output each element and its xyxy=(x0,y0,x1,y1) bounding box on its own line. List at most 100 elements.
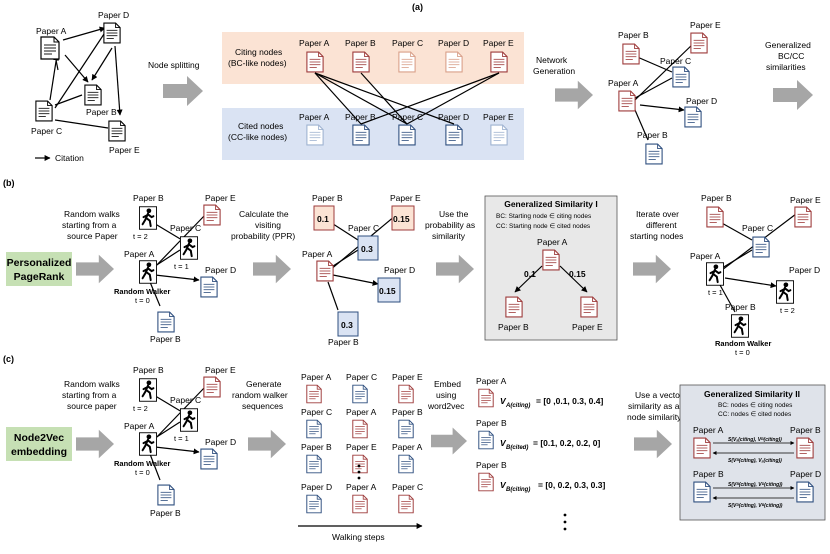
graph-node-label: Paper C xyxy=(170,223,201,233)
seq-label: Paper B xyxy=(392,407,423,417)
ppr-walk-graph: Paper B t = 2 Paper E Paper C t = 1 Pape… xyxy=(114,193,236,344)
vector-subscript: A(citing) xyxy=(505,403,530,409)
walker-icon xyxy=(706,262,724,286)
graph-node-label: Paper D xyxy=(789,265,820,275)
citing-node-label: Paper D xyxy=(438,38,469,48)
gs2-node: Paper B xyxy=(693,469,724,479)
graph-node-label: Paper C xyxy=(31,126,62,136)
citing-doc-icon xyxy=(306,51,324,73)
cited-node-row: Paper A Paper B Paper C Paper D Paper E xyxy=(299,112,514,146)
graph-node-label: Paper D xyxy=(205,265,236,275)
cited-node-label: Paper A xyxy=(299,112,330,122)
doc-icon xyxy=(203,204,221,226)
doc-icon xyxy=(40,36,60,60)
graph-node-label: Paper E xyxy=(205,365,236,375)
panel-label-a: (a) xyxy=(412,2,423,12)
gs1-root: Paper A xyxy=(537,237,568,247)
walker-label: Random Walker xyxy=(114,287,170,296)
walker-icon xyxy=(776,280,794,304)
walker-label: Random Walker xyxy=(114,459,170,468)
doc-icon xyxy=(622,43,640,65)
step-general-line3: similarities xyxy=(766,62,806,72)
citing-node-label: Paper A xyxy=(299,38,330,48)
ppr-value: 0.1 xyxy=(317,214,329,224)
panel-label-c: (c) xyxy=(3,354,14,364)
embed-line2: using xyxy=(436,390,457,400)
generated-network: Paper B Paper E Paper C Paper A Paper D … xyxy=(608,20,721,165)
net-node-label: Paper A xyxy=(608,78,639,88)
doc-icon xyxy=(796,437,814,459)
flow-arrow-icon xyxy=(76,429,114,459)
citation-legend: Citation xyxy=(35,153,84,163)
step-general-line1: Generalized xyxy=(765,40,811,50)
seq-label: Paper B xyxy=(301,442,332,452)
flow-arrow-icon xyxy=(163,76,203,106)
graph-node-label: Paper C xyxy=(170,395,201,405)
similarity-formula: S(Vₐ(citing), Vᴮ(citing)) xyxy=(728,437,782,443)
doc-icon xyxy=(580,296,598,318)
citing-doc-icon xyxy=(490,51,508,73)
citing-node-label: Paper C xyxy=(392,38,423,48)
vector-symbol: V xyxy=(500,396,507,406)
citing-doc-icon xyxy=(445,51,463,73)
doc-icon xyxy=(478,388,494,408)
gs2-node: Paper B xyxy=(790,425,821,435)
doc-icon xyxy=(690,32,708,54)
net-node-label: Paper E xyxy=(690,20,721,30)
citing-node-label: Paper E xyxy=(483,38,514,48)
seq-label: Paper C xyxy=(346,372,377,382)
citing-node-row: Paper A Paper B Paper C Paper D Paper E xyxy=(299,38,514,73)
ppr-probability-graph: Paper B 0.1 Paper E 0.15 Paper C 0.3 Pap… xyxy=(302,193,421,347)
gen-line3: sequences xyxy=(242,401,283,411)
doc-icon xyxy=(706,206,724,228)
graph-node-label: Paper A xyxy=(302,249,333,259)
seq-label: Paper C xyxy=(301,407,332,417)
walk-time-label: t = 0 xyxy=(135,296,150,305)
calc-line1: Calculate the xyxy=(239,209,289,219)
vec-node-label: Paper B xyxy=(476,460,507,470)
vsim-line3: node similarity xyxy=(627,412,682,422)
doc-icon xyxy=(103,22,121,44)
doc-icon xyxy=(157,484,175,506)
similarity-formula: S(Vᴮ(citing), Vₐ(citing)) xyxy=(728,458,782,464)
graph-node-label: Paper B xyxy=(725,302,756,312)
doc-icon xyxy=(505,296,523,318)
cited-title: Cited nodes xyxy=(238,121,283,131)
walk-time-label: t = 0 xyxy=(135,468,150,477)
vector-symbol: V xyxy=(500,480,507,490)
walk-b-line3: source Paper xyxy=(67,231,118,241)
graph-node-label: Paper A xyxy=(36,26,67,36)
doc-icon xyxy=(618,90,636,112)
similarity-formula: S(Vᴰ(citing), Vᴮ(citing)) xyxy=(728,503,783,509)
use-line2: probability as xyxy=(425,220,475,230)
doc-icon xyxy=(352,494,368,514)
seq-label: Paper A xyxy=(392,442,423,452)
walk-time-label: t = 1 xyxy=(174,434,189,443)
citing-doc-icon xyxy=(352,51,370,73)
walker-label: Random Walker xyxy=(715,339,771,348)
graph-node-label: Paper A xyxy=(690,251,721,261)
iter-line3: starting nodes xyxy=(630,231,683,241)
walk-time-label: t = 2 xyxy=(133,232,148,241)
use-line3: similarity xyxy=(432,231,466,241)
graph-node-label: Paper B xyxy=(312,193,343,203)
gen-line1: Generate xyxy=(246,379,282,389)
vector-value: = [0 ,0.1, 0.3, 0.4] xyxy=(536,396,604,406)
graph-node-label: Paper B xyxy=(133,365,164,375)
graph-node-label: Paper A xyxy=(124,421,155,431)
seq-label: Paper A xyxy=(301,372,332,382)
walk-sequences: Paper A Paper C Paper E Paper C Paper A … xyxy=(298,372,423,542)
vsim-line1: Use a vector xyxy=(635,390,683,400)
use-line1: Use the xyxy=(439,209,469,219)
method-n2v-line2: embedding xyxy=(11,446,67,458)
graph-node-label: Paper E xyxy=(390,193,421,203)
cited-node-label: Paper D xyxy=(438,112,469,122)
walker-icon xyxy=(180,408,198,432)
doc-icon xyxy=(684,106,702,128)
embed-line3: word2vec xyxy=(427,401,465,411)
walker-icon xyxy=(139,432,157,456)
cited-doc-icon xyxy=(352,124,370,146)
step-general-line2: BC/CC xyxy=(778,51,804,61)
doc-icon xyxy=(478,472,494,492)
